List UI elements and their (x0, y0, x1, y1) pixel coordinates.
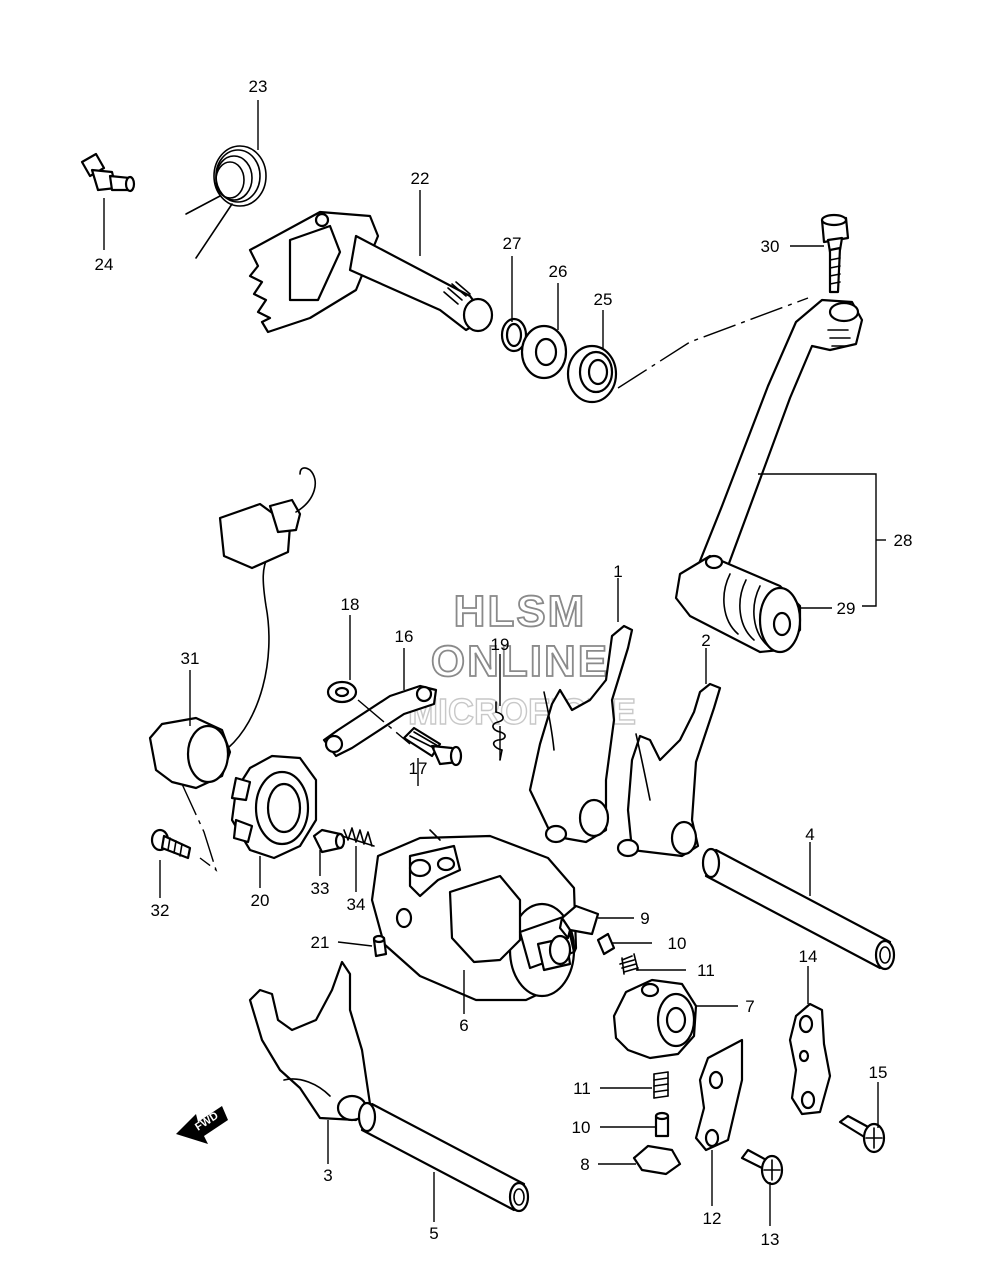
callout-7: 7 (745, 997, 754, 1016)
callout-15: 15 (869, 1063, 888, 1082)
callout-13: 13 (761, 1230, 780, 1249)
part-17-bolt (402, 726, 463, 767)
callout-23: 23 (249, 77, 268, 96)
callout-24: 24 (95, 255, 114, 274)
callout-26: 26 (549, 262, 568, 281)
callout-16: 16 (395, 627, 414, 646)
part-33-pin (312, 828, 346, 854)
watermark-line-1: HLSM (454, 587, 587, 636)
callout-31: 31 (181, 649, 200, 668)
callout-11-lower: 11 (573, 1079, 591, 1098)
callout-labels: 1 2 3 4 5 6 7 8 9 10 10 11 11 12 13 14 1… (95, 77, 913, 1249)
part-31-gear-position-switch (148, 467, 317, 790)
part-28-gearshift-lever (696, 298, 864, 576)
part-7-cam-plate (612, 978, 698, 1060)
part-26-washer (520, 324, 568, 380)
callout-11-upper: 11 (697, 961, 715, 980)
callout-5: 5 (429, 1224, 438, 1243)
callout-18: 18 (341, 595, 360, 614)
part-4-fork-shaft (701, 847, 896, 971)
callout-29: 29 (837, 599, 856, 618)
callout-20: 20 (251, 891, 270, 910)
callout-12: 12 (703, 1209, 722, 1228)
part-12-plate (694, 1038, 744, 1152)
callout-3: 3 (323, 1166, 332, 1185)
part-2-shift-fork (616, 682, 722, 858)
callout-19: 19 (491, 635, 510, 654)
assembly-centerlines (181, 297, 809, 872)
callout-30: 30 (761, 237, 780, 256)
part-21-pin (372, 934, 388, 958)
part-22-gearshift-shaft (248, 210, 494, 334)
callout-27: 27 (503, 234, 522, 253)
callout-1: 1 (613, 562, 622, 581)
part-23-spring (185, 145, 267, 259)
callout-22: 22 (411, 169, 430, 188)
part-5-fork-shaft (357, 1101, 530, 1213)
part-16-stopper-arm (322, 684, 438, 758)
callout-2: 2 (701, 631, 710, 650)
callout-28: 28 (894, 531, 913, 550)
callout-4: 4 (805, 825, 814, 844)
part-9-block (558, 904, 600, 940)
callout-14: 14 (799, 947, 818, 966)
part-11-spring-lower (653, 1071, 669, 1099)
fwd-arrow-icon: FWD (176, 1106, 228, 1144)
part-24-bolt (80, 152, 136, 193)
part-20-cam (230, 754, 318, 860)
watermark-line-2: ONLINE (431, 637, 609, 686)
part-14-guide-plate (788, 1002, 832, 1116)
callout-25: 25 (594, 290, 613, 309)
part-10-pin-lower (654, 1111, 670, 1138)
callout-10-lower: 10 (572, 1118, 591, 1137)
part-8-pawl (632, 1144, 682, 1176)
part-34-spring (341, 827, 375, 847)
callout-34: 34 (347, 895, 366, 914)
leader-lines (103, 100, 886, 1226)
part-10-pin-upper (596, 932, 616, 956)
part-18-washer (326, 680, 358, 704)
callout-10-upper: 10 (668, 934, 687, 953)
part-25-oil-seal (566, 344, 618, 404)
part-11-spring-upper (619, 953, 639, 975)
part-32-screw (150, 828, 192, 860)
callout-33: 33 (311, 879, 330, 898)
part-1-shift-fork (528, 624, 634, 844)
part-13-screw (740, 1148, 784, 1186)
part-15-screw (838, 1114, 886, 1154)
part-3-shift-fork (248, 960, 372, 1122)
part-30-bolt (820, 213, 850, 294)
callout-17: 17 (409, 759, 428, 778)
callout-32: 32 (151, 901, 170, 920)
part-6-shift-drum (370, 829, 578, 1002)
callout-8: 8 (580, 1155, 589, 1174)
callout-9: 9 (640, 909, 649, 928)
callout-21: 21 (311, 933, 330, 952)
part-29-pedal (674, 554, 802, 654)
callout-6: 6 (459, 1016, 468, 1035)
